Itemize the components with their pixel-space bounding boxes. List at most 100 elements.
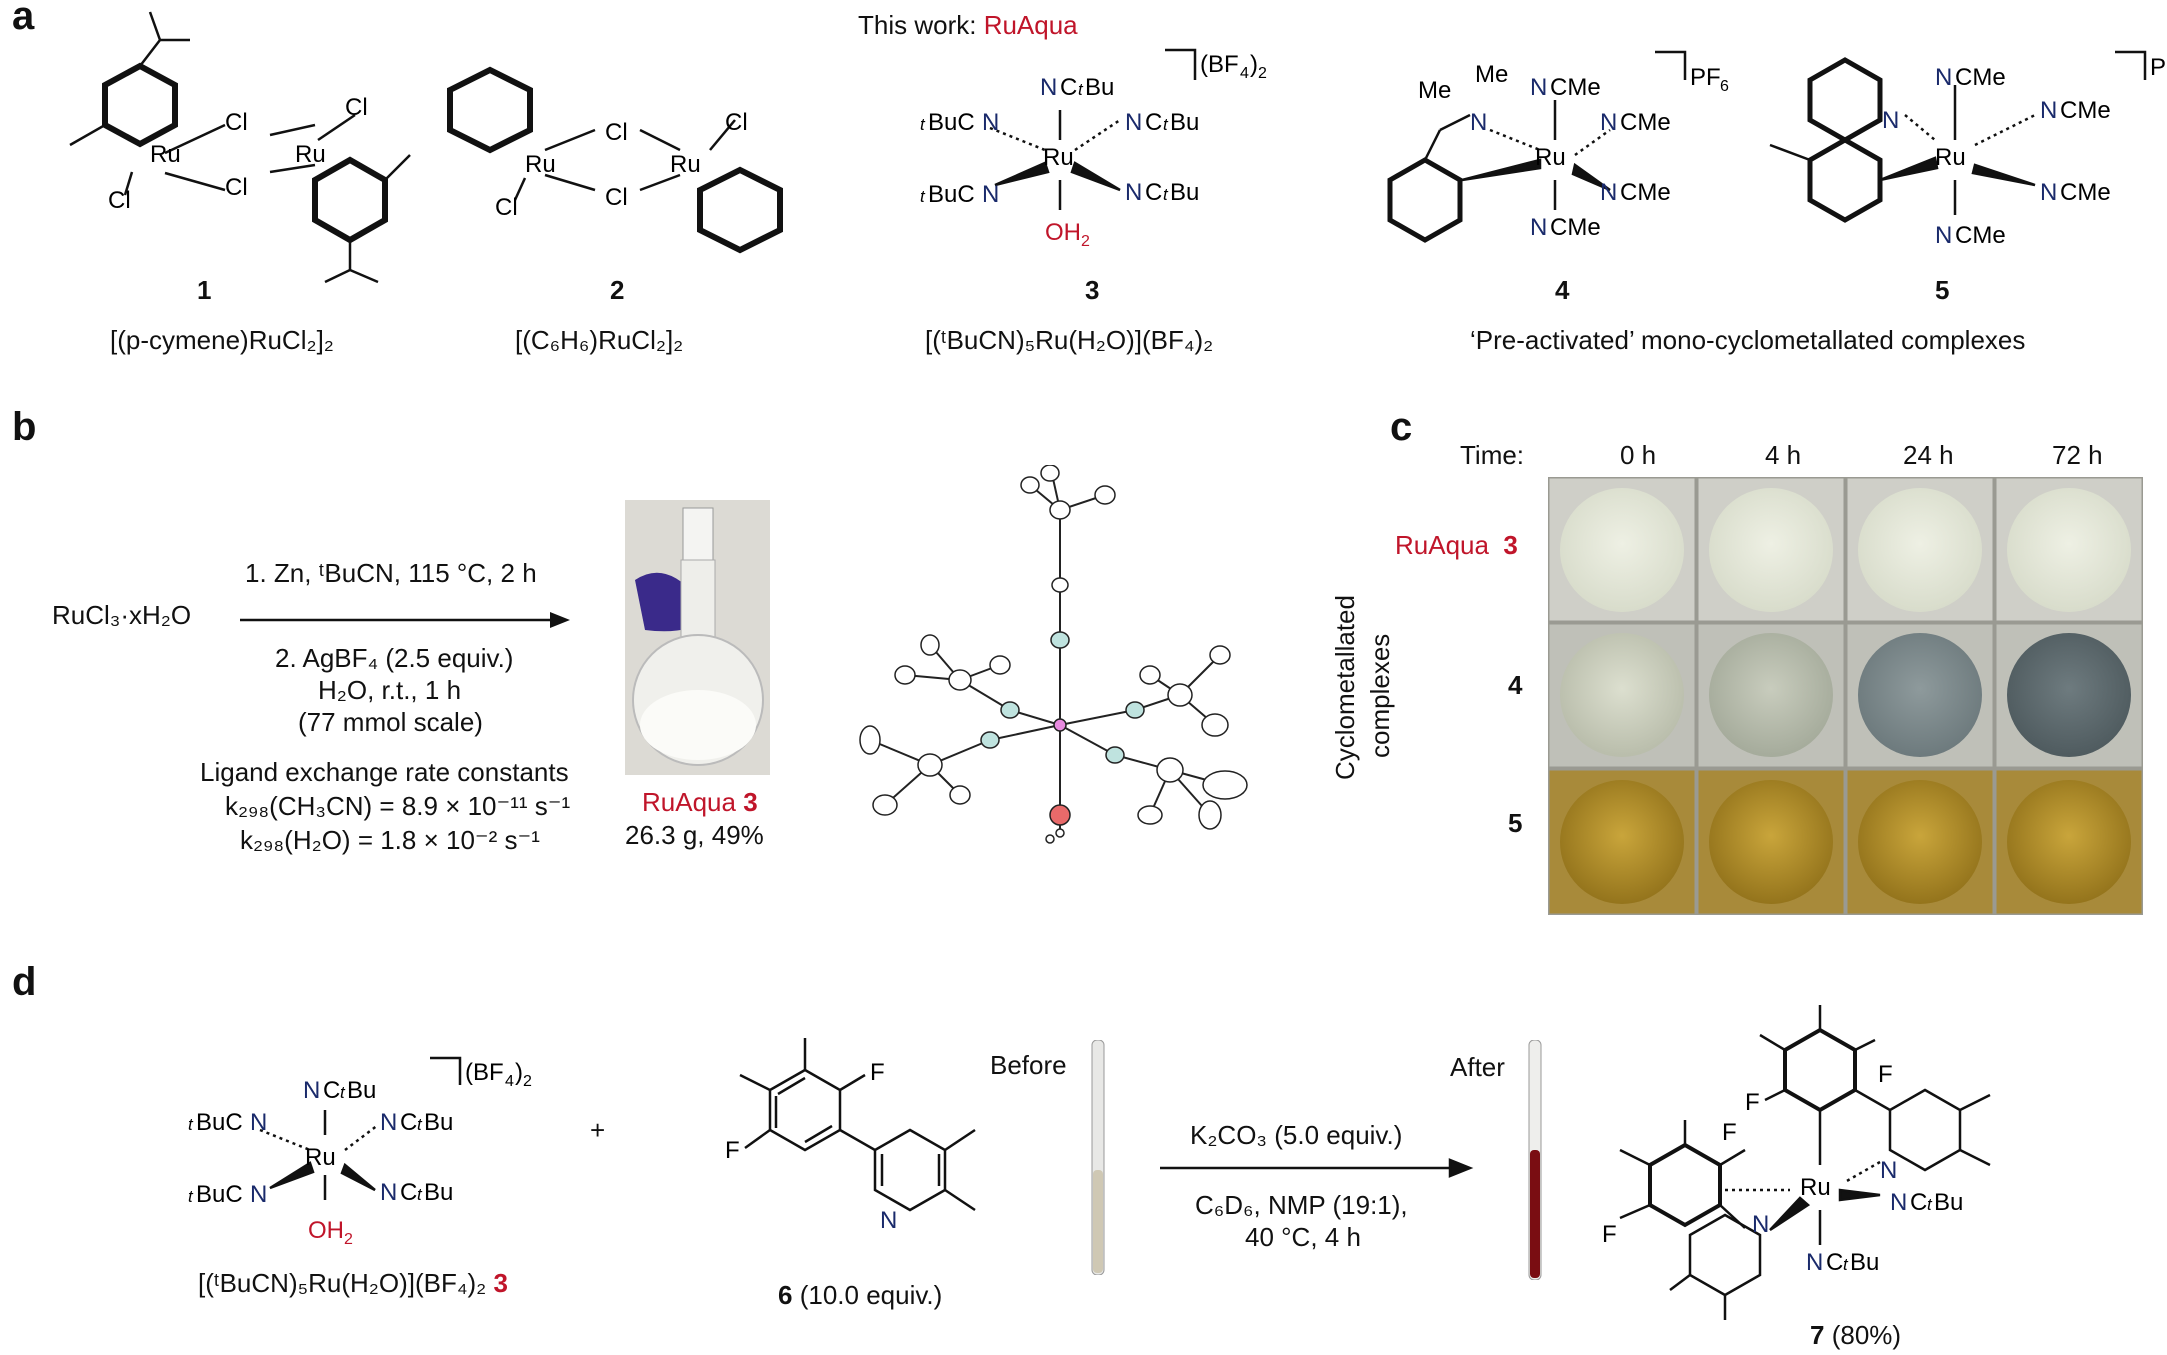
rate-constants-title: Ligand exchange rate constants	[200, 757, 569, 787]
svg-text:Bu: Bu	[1170, 179, 1199, 206]
svg-text:CMe: CMe	[1955, 64, 2006, 91]
svg-text:Bu: Bu	[424, 1109, 453, 1136]
svg-text:CMe: CMe	[2060, 179, 2111, 206]
row-label-ruaqua: RuAqua 3	[1395, 530, 1518, 560]
svg-text:2: 2	[523, 1073, 532, 1090]
svg-text:(BF: (BF	[465, 1059, 504, 1086]
compound-name-2: [(C₆H₆)RuCl₂]₂	[515, 325, 684, 355]
side-label-cyclometallated: Cyclometallated	[1330, 595, 1360, 780]
before-label: Before	[990, 1050, 1067, 1080]
compound-name-3: [(ᵗBuCN)₅Ru(H₂O)](BF₄)₂	[925, 325, 1214, 355]
svg-text:C: C	[1826, 1249, 1843, 1276]
svg-text:OH: OH	[308, 1217, 344, 1244]
svg-text:Bu: Bu	[424, 1179, 453, 1206]
svg-text:2: 2	[1081, 233, 1090, 250]
compound-number-5: 5	[1935, 275, 1950, 305]
compound-number-4: 4	[1555, 275, 1570, 305]
svg-text:N: N	[250, 1181, 267, 1208]
svg-text:BuC: BuC	[196, 1181, 243, 1208]
svg-text:N: N	[1470, 109, 1487, 136]
time-label: Time:	[1460, 440, 1525, 470]
side-label-complexes: complexes	[1365, 633, 1395, 758]
svg-text:t: t	[1843, 1255, 1849, 1274]
row-label-4: 4	[1508, 670, 1523, 700]
svg-text:): )	[1250, 51, 1258, 78]
svg-text:Ru: Ru	[1935, 144, 1966, 171]
time-72h: 72 h	[2052, 440, 2103, 470]
svg-text:Ru: Ru	[525, 151, 556, 178]
crystal-structure	[859, 465, 1248, 844]
svg-text:Cl: Cl	[345, 94, 368, 121]
svg-text:PF: PF	[1690, 64, 1721, 91]
svg-text:F: F	[870, 1059, 885, 1086]
conditions-solvent: C₆D₆, NMP (19:1),	[1195, 1190, 1408, 1220]
time-0h: 0 h	[1620, 440, 1657, 470]
panel-letter-b: b	[12, 405, 37, 449]
svg-text:Cl: Cl	[605, 119, 628, 146]
svg-text:t: t	[188, 1187, 194, 1206]
svg-text:C: C	[1145, 179, 1162, 206]
conditions-step2-line2: H₂O, r.t., 1 h	[318, 675, 462, 705]
svg-text:C: C	[400, 1109, 417, 1136]
row-label-5: 5	[1508, 808, 1523, 838]
compound-number-1: 1	[197, 275, 212, 305]
svg-text:Ru: Ru	[1043, 144, 1074, 171]
svg-text:C: C	[400, 1179, 417, 1206]
svg-text:Bu: Bu	[1850, 1249, 1879, 1276]
rate-constant-acetonitrile: k₂₉₈(CH₃CN) = 8.9 × 10⁻¹¹ s⁻¹	[225, 791, 571, 821]
svg-text:t: t	[417, 1115, 423, 1134]
svg-text:Cl: Cl	[495, 194, 518, 221]
svg-text:Bu: Bu	[1170, 109, 1199, 136]
svg-text:Cl: Cl	[605, 184, 628, 211]
svg-text:N: N	[1935, 64, 1952, 91]
svg-text:N: N	[1040, 74, 1057, 101]
compound-number-3: 3	[1085, 275, 1100, 305]
svg-text:6: 6	[1720, 78, 1729, 95]
svg-text:Cl: Cl	[725, 109, 748, 136]
after-label: After	[1450, 1052, 1505, 1082]
svg-text:PF: PF	[2150, 54, 2167, 81]
svg-text:C: C	[1060, 74, 1077, 101]
svg-text:N: N	[1125, 109, 1142, 136]
substrate-label-6: 6 (10.0 equiv.)	[778, 1280, 943, 1310]
svg-text:Ru: Ru	[305, 1144, 336, 1171]
svg-text:N: N	[1600, 179, 1617, 206]
svg-text:Me: Me	[1475, 61, 1508, 88]
svg-text:t: t	[188, 1115, 194, 1134]
svg-text:N: N	[1890, 1189, 1907, 1216]
svg-text:t: t	[417, 1185, 423, 1204]
product-label-7: 7 (80%)	[1810, 1320, 1902, 1350]
svg-text:CMe: CMe	[2060, 97, 2111, 124]
compound-number-2: 2	[610, 275, 625, 305]
svg-text:N: N	[1125, 179, 1142, 206]
product-yield: 26.3 g, 49%	[625, 820, 764, 850]
svg-text:F: F	[1602, 1221, 1617, 1248]
svg-text:N: N	[1882, 107, 1899, 134]
svg-text:BuC: BuC	[196, 1109, 243, 1136]
svg-text:Bu: Bu	[1934, 1189, 1963, 1216]
svg-text:Bu: Bu	[1085, 74, 1114, 101]
reactant-ruthenium-chloride: RuCl₃·xH₂O	[52, 600, 192, 630]
conditions-temperature: 40 °C, 4 h	[1245, 1222, 1361, 1252]
svg-text:N: N	[1530, 74, 1547, 101]
flask-photo	[625, 500, 770, 775]
svg-text:Ru: Ru	[670, 151, 701, 178]
svg-text:N: N	[880, 1207, 897, 1234]
svg-text:CMe: CMe	[1620, 109, 1671, 136]
svg-text:F: F	[1745, 1089, 1760, 1116]
plus-sign: +	[590, 1115, 606, 1145]
svg-text:CMe: CMe	[1550, 214, 1601, 241]
svg-text:t: t	[340, 1083, 346, 1102]
svg-text:N: N	[1806, 1249, 1823, 1276]
nmr-tube-before	[1088, 1039, 1108, 1276]
conditions-base: K₂CO₃ (5.0 equiv.)	[1190, 1120, 1403, 1150]
ru-atom: Ru	[150, 141, 181, 168]
svg-text:F: F	[1878, 1061, 1893, 1088]
svg-text:4: 4	[1240, 65, 1249, 82]
svg-text:CMe: CMe	[1620, 179, 1671, 206]
svg-text:Cl: Cl	[225, 174, 248, 201]
svg-text:t: t	[920, 187, 926, 206]
svg-text:2: 2	[1258, 65, 1267, 82]
